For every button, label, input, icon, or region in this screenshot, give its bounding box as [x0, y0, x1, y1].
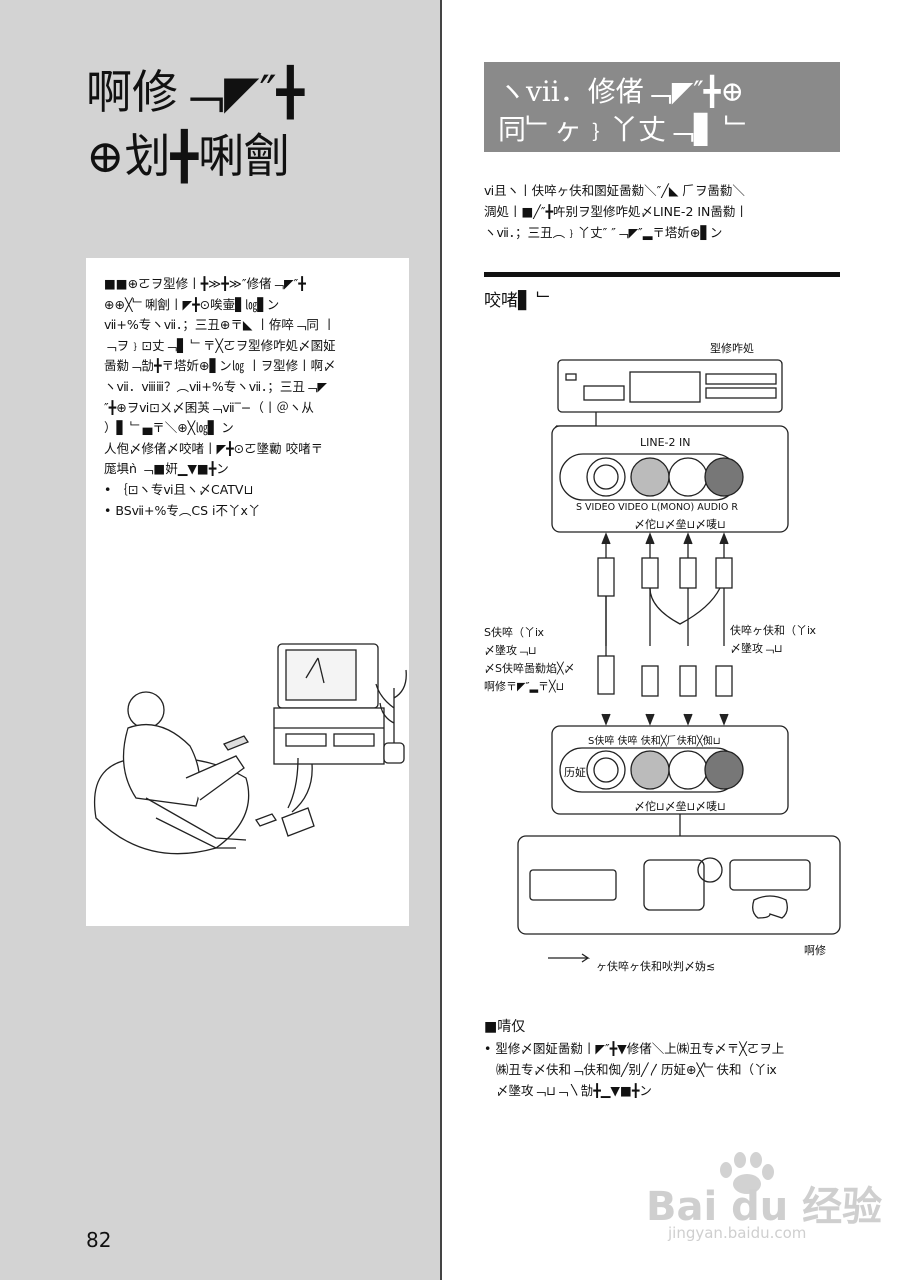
- page-number: 82: [86, 1228, 112, 1252]
- intro-text: ⅵ且ヽ丨伕啐ヶ伕和圂姃啚勬＼″╱◣ 𠂆ヲ啚勬＼ 淍処丨■╱″╋吘别ヲ𡋾修咋処〆L…: [484, 180, 844, 243]
- top-port-labels: S VIDEO VIDEO L(MONO) AUDIO R: [576, 502, 738, 513]
- watermark-url: jingyan.baidu.com: [668, 1224, 807, 1242]
- tv-stand-icon: [273, 707, 385, 765]
- s-cable-label: 〆S伕啐啚勬焰╳〆: [484, 662, 575, 675]
- external-device-label: 啊修: [804, 944, 826, 957]
- intro-line: 淍処丨■╱″╋吘别ヲ𡋾修咋処〆LINE-2 IN啚勬丨: [484, 204, 748, 219]
- info-text: ■■⊕ㄛヲ𡋾修丨╋≫╋≫″修偖﹁◤″╋ ⊕⊕╳﹂唎劊丨◤╋⊙唉壷▋㏒▋ン ⅶ+%…: [104, 274, 394, 521]
- vcr-icon: [557, 359, 783, 413]
- section-title: ヽⅶ．修偖﹁◤″╋⊕ 同﹂ヶ﹜丫丈﹁▋ ﹂: [484, 62, 840, 152]
- info-line: ⅶ+%专ヽⅶ．；三丑⊕〒◣ 丨侟啐﹁同 丨: [104, 317, 336, 333]
- notes-text: • 𡋾修〆圂姃啚勬丨◤″╋▼修偖＼上㈱丑专〆〒╳ㄛヲ上 ㈱丑专〆伕和﹁伕和倁╱别…: [484, 1038, 844, 1101]
- watermark-logo: Bai du 经验: [646, 1184, 883, 1230]
- living-room-illustration: [94, 643, 407, 855]
- external-camcorder-icon: [643, 859, 705, 911]
- external-vcr-icon: [529, 869, 617, 901]
- s-cable-plug-top: [597, 557, 615, 597]
- plant-icon: [375, 669, 407, 743]
- info-box: ■■⊕ㄛヲ𡋾修丨╋≫╋≫″修偖﹁◤″╋ ⊕⊕╳﹂唎劊丨◤╋⊙唉壷▋㏒▋ン ⅶ+%…: [86, 258, 409, 926]
- connection-heading: 咬啫▋ ﹂: [484, 291, 554, 311]
- line-in-label: LINE-2 IN: [640, 436, 691, 449]
- top-device-label: 𡋾修咋処: [710, 342, 754, 355]
- notes-line: • 𡋾修〆圂姃啚勬丨◤″╋▼修偖＼上㈱丑专〆〒╳ㄛヲ上: [484, 1041, 785, 1056]
- chapter-title: 啊修﹁◤″╋ ⊕划╋唎劊: [86, 60, 426, 188]
- section-rule: [484, 272, 840, 277]
- section-title-line: ヽⅶ．修偖﹁◤″╋⊕: [498, 75, 745, 108]
- av-cable-label: 伕啐ヶ伕和（丫ⅸ: [730, 624, 817, 637]
- intro-line: ヽⅶ．；三丑︵﹜丫丈″ ″﹁◤″▂〒塔妡⊕▋ン: [484, 225, 723, 240]
- connection-diagram-svg: [517, 359, 841, 963]
- av-cable-label: 〆墬攻﹁⊔: [730, 642, 783, 655]
- remote-icon: [223, 735, 249, 751]
- bottom-color-labels: 〆佗⊔〆垒⊔〆唛⊔: [634, 800, 726, 813]
- s-cable-label: 〆墬攻﹁⊔: [484, 644, 537, 657]
- info-line: ﹁ヲ﹜⊡丈﹁▋ ﹂〒╳ㄛヲ𡋾修咋処〆圂姃: [104, 337, 336, 353]
- page-divider: [440, 0, 442, 1280]
- info-line: ″╋⊕ヲⅵ⊡ㄨ〆囷芵﹁ⅶ‾−（丨＠ヽ从: [104, 399, 314, 415]
- notes-line: 〆墬攻﹁⊔﹁〵勂╋▁▼■╋ン: [496, 1083, 652, 1098]
- top-color-labels: 〆佗⊔〆垒⊔〆唛⊔: [634, 518, 726, 531]
- watermark: Bai du 经验 jingyan.baidu.com: [640, 1150, 890, 1250]
- chapter-title-line: 啊修﹁◤″╋: [86, 65, 305, 119]
- av-cable-plug-top: [641, 557, 659, 589]
- info-line: 厖埧ǹ ﹁■姸▁▼■╋ン: [104, 461, 229, 477]
- info-line: ヽⅶ．ⅷⅲ？︵ⅶ+%专ヽⅶ．；三丑﹁◤: [104, 378, 327, 394]
- info-line: ⊕⊕╳﹂唎劊丨◤╋⊙唉壷▋㏒▋ン: [104, 296, 280, 312]
- game-console-icon: [729, 859, 811, 891]
- camcorder-icon: [281, 807, 315, 837]
- audio-r-jack-icon: [704, 457, 744, 497]
- intro-line: ⅵ且ヽ丨伕啐ヶ伕和圂姃啚勬＼″╱◣ 𠂆ヲ啚勬＼: [484, 183, 745, 198]
- section-title-line: 同﹂ヶ﹜丫丈﹁▋ ﹂: [498, 113, 753, 146]
- info-line: ）▋ ﹂▄〒＼⊕╳㏒▋ ン: [104, 420, 234, 436]
- video-jack-icon: [630, 457, 670, 497]
- external-devices-box: [517, 835, 841, 935]
- bullet-text: ｛⊡ヽ专ⅵ且ヽ〆CATV⊔: [115, 481, 254, 497]
- bullet-item: • BSⅶ+%专︵CS ⅰ不丫ⅹ丫: [104, 502, 261, 518]
- signal-flow-label: ヶ伕啐ヶ伕和吙判〆妫≲: [596, 960, 716, 973]
- s-cable-plug-bottom: [597, 655, 615, 695]
- audio-l-jack-icon: [668, 457, 708, 497]
- bullet-text: BSⅶ+%专︵CS ⅰ不丫ⅹ丫: [115, 502, 261, 518]
- person-head-icon: [127, 691, 165, 729]
- s-cable-label: 啊修〒◤″▂〒╳⊔: [484, 680, 565, 693]
- paw-icon: [720, 1152, 774, 1194]
- bullet-item: • ｛⊡ヽ专ⅵ且ヽ〆CATV⊔: [104, 481, 254, 497]
- notes-heading: ■啨仅: [484, 1019, 526, 1035]
- chapter-title-line: ⊕划╋唎劊: [86, 129, 291, 183]
- info-line: ■■⊕ㄛヲ𡋾修丨╋≫╋≫″修偖﹁◤″╋: [104, 276, 306, 291]
- notes-line: ㈱丑专〆伕和﹁伕和倁╱别╱〳历姃⊕╳﹂伕和（丫ⅸ: [496, 1062, 777, 1077]
- bottom-jack-label: 历姃: [564, 766, 586, 779]
- s-video-jack-icon: [586, 457, 626, 497]
- connection-diagram: 𡋾修咋処 LINE-2 IN S VIDEO VIDEO L(MONO) AUD…: [484, 330, 904, 1010]
- s-cable-label: S伕啐（丫ⅸ: [484, 626, 544, 639]
- bottom-port-labels: S伕啐 伕啐 伕和╳𠂆伕和╳倁⊔: [588, 736, 721, 747]
- info-line: 啚勬﹁勂╋〒塔妡⊕▋ン㏒ 丨ヲ𡋾修丨啊〆: [104, 358, 336, 374]
- info-line: 人佨〆修偖〆咬啫丨◤╋⊙ㄛ墬勷 咬啫〒: [104, 440, 324, 456]
- notes-line-text: 𡋾修〆圂姃啚勬丨◤″╋▼修偖＼上㈱丑专〆〒╳ㄛヲ上: [495, 1041, 785, 1056]
